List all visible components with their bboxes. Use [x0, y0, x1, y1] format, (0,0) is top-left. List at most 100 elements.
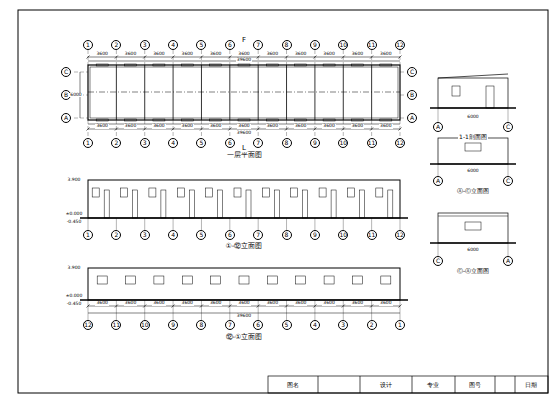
dimension: 3600	[266, 301, 279, 306]
opening	[452, 86, 460, 96]
axis-number: 11	[368, 140, 376, 146]
axis-number: 3	[143, 140, 147, 146]
axis-bubble: 2	[367, 320, 377, 330]
drawing-line	[173, 65, 174, 120]
dimension: 3600	[379, 52, 392, 57]
drawing-line	[343, 218, 344, 230]
axis-number: 1	[86, 140, 90, 146]
axis-bubble: 4	[310, 320, 320, 330]
axis-number: 12	[396, 42, 404, 48]
axis-bubble: 5	[196, 40, 206, 50]
axis-number: 10	[339, 42, 347, 48]
axis-bubble: C	[407, 67, 417, 77]
axis-number: A	[506, 258, 510, 264]
opening	[266, 119, 278, 121]
opening	[347, 188, 354, 197]
opening	[181, 64, 193, 66]
axis-bubble: 6	[225, 40, 235, 50]
opening	[121, 188, 128, 197]
dimension: 3600	[266, 124, 279, 129]
level-mark: ±0.000	[65, 294, 84, 299]
axis-bubble: 4	[168, 230, 178, 240]
drawing-line	[74, 118, 88, 119]
axis-number: 12	[396, 140, 404, 146]
opening	[465, 222, 481, 230]
axis-bubble: 1	[83, 230, 93, 240]
dimension: 39600	[236, 131, 252, 136]
axis-bubble: 9	[310, 230, 320, 240]
level-mark: -0.450	[66, 220, 83, 225]
opening	[149, 188, 156, 197]
level-mark: -0.450	[66, 302, 83, 307]
opening	[153, 119, 165, 121]
title-block-field: 日期	[524, 382, 538, 388]
axis-bubble: B	[407, 90, 417, 100]
axis-bubble: 8	[282, 40, 292, 50]
axis-number: C	[410, 69, 414, 75]
opening	[267, 276, 277, 284]
axis-number: 4	[171, 232, 175, 238]
axis-number: 3	[341, 322, 345, 328]
axis-bubble: 11	[111, 320, 121, 330]
opening	[96, 119, 108, 121]
opening	[92, 188, 99, 197]
drawing-line	[508, 108, 509, 122]
dimension: 3600	[124, 52, 137, 57]
axis-number: 10	[339, 232, 347, 238]
drawing-line	[286, 218, 287, 230]
axis-bubble: 7	[225, 320, 235, 330]
axis-bubble: 2	[111, 230, 121, 240]
opening	[486, 86, 494, 108]
axis-number: 7	[256, 140, 260, 146]
drawing-line	[508, 164, 509, 176]
drawing-line	[201, 218, 202, 230]
drawing-line	[173, 50, 174, 65]
axis-number: 3	[143, 42, 147, 48]
axis-bubble: 11	[367, 230, 377, 240]
dimension: 3600	[294, 301, 307, 306]
axis-number: 7	[256, 42, 260, 48]
dimension: 3600	[209, 52, 222, 57]
opening	[465, 143, 481, 151]
opening	[296, 276, 306, 284]
axis-bubble: 12	[395, 40, 405, 50]
axis-number: 5	[200, 42, 204, 48]
drawing-line	[144, 50, 145, 65]
level-mark: 3.900	[67, 266, 82, 271]
side-elevation-a-c	[438, 138, 508, 164]
view-title: ⑫-①立面图	[225, 334, 264, 341]
drawing-line	[314, 65, 315, 120]
opening	[274, 190, 279, 218]
dimension: 3600	[237, 301, 250, 306]
drawing-line	[400, 72, 406, 73]
axis-bubble: C	[503, 122, 513, 132]
axis-bubble: 8	[282, 138, 292, 148]
view-title: Ⓐ-Ⓒ立面图	[456, 188, 490, 194]
dimension: 3600	[351, 301, 364, 306]
axis-bubble: 12	[395, 230, 405, 240]
drawing-line	[371, 300, 372, 320]
opening	[246, 190, 251, 218]
drawing-line	[201, 300, 202, 320]
axis-bubble: 9	[310, 138, 320, 148]
axis-number: 8	[285, 232, 289, 238]
opening	[133, 190, 138, 218]
axis-bubble: 10	[338, 230, 348, 240]
axis-number: A	[410, 115, 414, 121]
axis-number: 6	[256, 322, 260, 328]
axis-number: 6	[228, 42, 232, 48]
axis-bubble: 3	[140, 138, 150, 148]
dimension: 6000	[466, 169, 479, 174]
dimension: 6000	[466, 248, 479, 253]
drawing-line	[400, 95, 406, 96]
opening	[218, 190, 223, 218]
opening	[234, 188, 241, 197]
axis-bubble: 11	[367, 40, 377, 50]
axis-bubble: 9	[168, 320, 178, 330]
opening	[295, 119, 307, 121]
axis-number: 9	[171, 322, 175, 328]
drawing-line	[116, 218, 117, 230]
opening	[239, 276, 249, 284]
dimension: 3600	[237, 52, 250, 57]
